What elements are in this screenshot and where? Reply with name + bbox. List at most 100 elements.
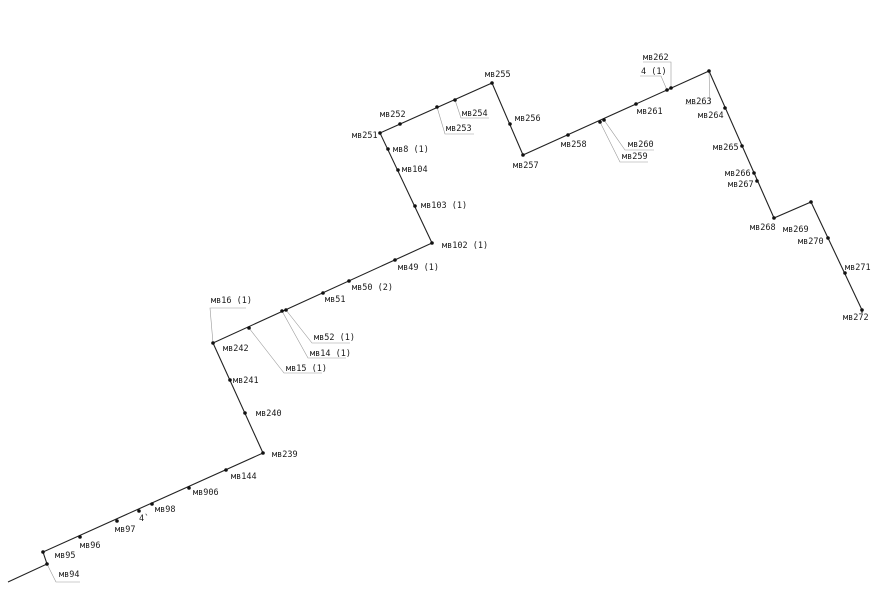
label-102: мв102 (1): [442, 241, 488, 251]
node-257: [521, 153, 525, 157]
node-97: [115, 519, 119, 523]
leader-254: [454, 99, 489, 119]
label-906: мв906: [193, 488, 219, 498]
label-104: мв104: [402, 165, 428, 175]
node-98: [150, 502, 154, 506]
label-241: мв241: [233, 376, 259, 386]
node-95: [41, 550, 45, 554]
node-4a: [137, 509, 141, 513]
label-264: мв264: [698, 111, 724, 121]
node-265: [740, 144, 744, 148]
node-268: [772, 216, 776, 220]
node-8: [386, 147, 390, 151]
label-4b: 4 (1): [641, 67, 667, 77]
node-266: [752, 171, 756, 175]
node-267: [755, 179, 759, 183]
label-261: мв261: [637, 107, 663, 117]
label-97: мв97: [115, 525, 135, 535]
node-4b: [665, 88, 669, 92]
label-258: мв258: [561, 140, 587, 150]
label-15: мв15 (1): [286, 364, 327, 374]
node-94: [45, 562, 49, 566]
label-52: мв52 (1): [314, 333, 355, 343]
label-266: мв266: [725, 169, 751, 179]
route-nodes: [41, 69, 864, 566]
node-906: [187, 486, 191, 490]
label-14: мв14 (1): [310, 349, 351, 359]
node-269: [809, 200, 813, 204]
node-264: [723, 106, 727, 110]
node-253: [435, 105, 439, 109]
label-144: мв144: [231, 472, 257, 482]
node-96: [78, 535, 82, 539]
leader-15: [248, 327, 322, 374]
label-240: мв240: [256, 409, 282, 419]
node-259: [598, 120, 602, 124]
label-103: мв103 (1): [421, 201, 467, 211]
label-272: мв272: [843, 313, 869, 323]
node-240: [243, 411, 247, 415]
node-263: [707, 69, 711, 73]
label-259: мв259: [622, 152, 648, 162]
leader-14: [281, 310, 346, 359]
node-15: [247, 326, 251, 330]
leader-262: [643, 61, 672, 88]
label-4a: 4`: [139, 513, 149, 524]
leader-4b: [640, 75, 668, 91]
node-262: [669, 86, 673, 90]
leader-16: [209, 307, 246, 344]
label-50: мв50 (2): [352, 283, 393, 293]
node-260: [602, 118, 606, 122]
node-50: [347, 279, 351, 283]
node-104: [396, 168, 400, 172]
leader-lines: [46, 61, 711, 583]
label-270: мв270: [798, 237, 824, 247]
node-14: [280, 309, 284, 313]
node-270: [826, 236, 830, 240]
label-96: мв96: [80, 541, 100, 551]
label-253: мв253: [446, 124, 472, 134]
route-labels: мв94 мв95 мв96 мв97 4` мв98 мв906 мв144 …: [55, 53, 871, 580]
node-103: [413, 204, 417, 208]
leader-94: [46, 563, 80, 583]
label-49: мв49 (1): [398, 263, 439, 273]
label-16: мв16 (1): [211, 296, 252, 306]
node-254: [453, 98, 457, 102]
leader-259: [599, 121, 648, 163]
label-262: мв262: [643, 53, 669, 63]
label-251: мв251: [352, 131, 378, 141]
label-242: мв242: [223, 344, 249, 354]
leader-253: [436, 106, 474, 135]
node-258: [566, 133, 570, 137]
node-49: [393, 258, 397, 262]
node-102: [430, 241, 434, 245]
node-261: [634, 102, 638, 106]
label-239: мв239: [272, 450, 298, 460]
leader-52: [285, 309, 350, 344]
node-241: [228, 378, 232, 382]
node-252: [398, 122, 402, 126]
label-268: мв268: [750, 223, 776, 233]
label-252: мв252: [380, 110, 406, 120]
label-8: мв8 (1): [393, 145, 429, 155]
node-251: [378, 131, 382, 135]
label-265: мв265: [713, 143, 739, 153]
label-263: мв263: [686, 97, 712, 107]
label-260: мв260: [628, 140, 654, 150]
label-94: мв94: [59, 570, 79, 580]
leader-260: [603, 119, 654, 151]
node-144: [224, 468, 228, 472]
label-267: мв267: [728, 180, 754, 190]
label-255: мв255: [485, 70, 511, 80]
node-239: [261, 451, 265, 455]
label-95: мв95: [55, 551, 75, 561]
label-271: мв271: [845, 263, 871, 273]
label-257: мв257: [513, 161, 539, 171]
label-51: мв51: [325, 295, 345, 305]
label-256: мв256: [515, 114, 541, 124]
node-51: [321, 291, 325, 295]
label-98: мв98: [155, 505, 175, 515]
node-242: [211, 341, 215, 345]
node-271: [843, 271, 847, 275]
